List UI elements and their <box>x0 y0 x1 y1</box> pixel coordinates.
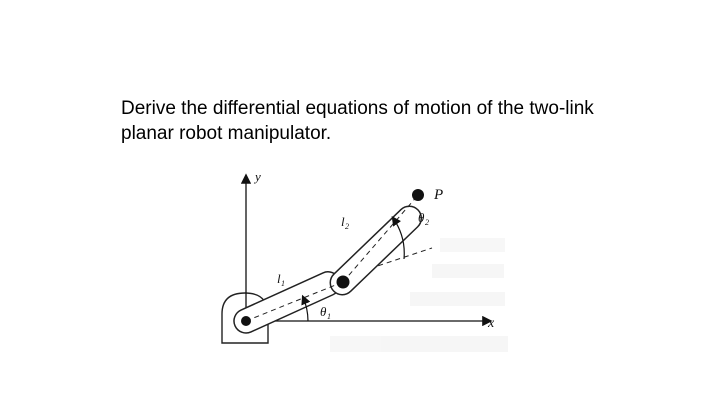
point-p-label: P <box>433 187 443 203</box>
theta1-label: θ <box>320 304 327 319</box>
theta1-arc <box>301 294 311 322</box>
end-effector-point <box>412 189 424 201</box>
link2-label: l <box>341 214 345 229</box>
base-joint <box>241 316 251 326</box>
y-axis-label: y <box>253 169 261 184</box>
theta2-arc <box>391 216 405 260</box>
x-axis-label: x <box>487 316 495 331</box>
question-text: Derive the differential equations of mot… <box>121 98 594 144</box>
theta2-label: θ <box>418 210 425 225</box>
theta2-subscript: 2 <box>425 218 429 227</box>
link2-subscript: 2 <box>345 222 349 231</box>
theta1-subscript: 1 <box>327 312 331 321</box>
link1-label: l <box>277 271 281 286</box>
link1-extension-dashed <box>343 247 433 278</box>
scan-ghost <box>330 238 508 352</box>
link2-centerline <box>342 193 420 283</box>
link1-subscript: 1 <box>281 279 285 288</box>
elbow-joint <box>336 275 350 289</box>
